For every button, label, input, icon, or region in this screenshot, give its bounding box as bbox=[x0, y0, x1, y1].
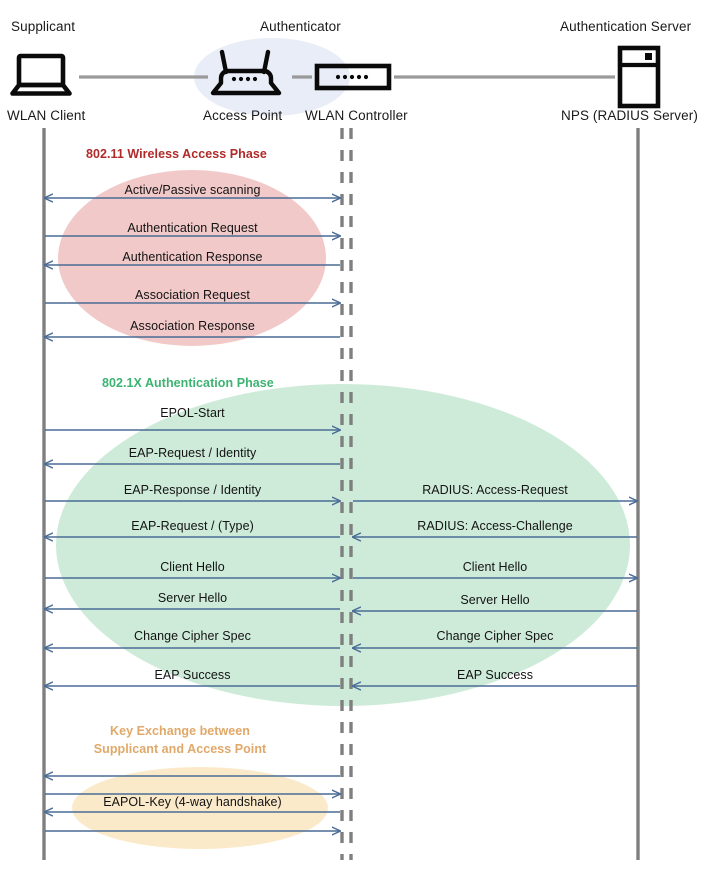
msg-eap-response-identity: EAP-Response / Identity bbox=[123, 483, 262, 497]
msg-eap-request-type: EAP-Request / (Type) bbox=[131, 519, 254, 533]
laptop-icon bbox=[10, 53, 72, 96]
actor-device-wlan-controller: WLAN Controller bbox=[305, 108, 408, 123]
key-exchange-ellipse bbox=[72, 767, 328, 849]
msg-change-cipher-spec-right: Change Cipher Spec bbox=[436, 629, 554, 643]
actor-device-nps-radius-server: NPS (RADIUS Server) bbox=[561, 108, 698, 123]
wireless-access-ellipse bbox=[58, 170, 326, 346]
msg-client-hello-left: Client Hello bbox=[160, 560, 225, 574]
arrows-key-exchange bbox=[45, 776, 340, 831]
actor-role-authenticator: Authenticator bbox=[260, 19, 341, 34]
msg-radius-access-request: RADIUS: Access-Request bbox=[422, 483, 568, 497]
msg-server-hello-right: Server Hello bbox=[460, 593, 530, 607]
msg-radius-access-challenge: RADIUS: Access-Challenge bbox=[417, 519, 573, 533]
msg-server-hello-left: Server Hello bbox=[157, 591, 228, 605]
msg-association-response: Association Response bbox=[130, 319, 255, 333]
msg-association-request: Association Request bbox=[135, 288, 250, 302]
actor-role-authentication-server: Authentication Server bbox=[560, 19, 692, 34]
msg-active-passive-scanning: Active/Passive scanning bbox=[124, 183, 261, 197]
msg-eapol-key-handshake: EAPOL-Key (4-way handshake) bbox=[103, 795, 282, 809]
msg-eap-success-left: EAP Success bbox=[154, 668, 231, 682]
arrows-wireless-access bbox=[45, 198, 340, 337]
msg-eap-request-identity: EAP-Request / Identity bbox=[128, 446, 257, 460]
phase-title-key-exchange-line2: Supplicant and Access Point bbox=[93, 742, 267, 756]
actor-device-wlan-client: WLAN Client bbox=[7, 108, 86, 123]
server-icon bbox=[617, 45, 661, 109]
msg-client-hello-right: Client Hello bbox=[462, 560, 528, 574]
arrows-dot1x-right bbox=[353, 501, 637, 686]
msg-authentication-response: Authentication Response bbox=[122, 250, 263, 264]
actor-device-access-point: Access Point bbox=[203, 108, 283, 123]
phase-title-key-exchange-line1: Key Exchange between bbox=[110, 724, 250, 738]
actor-role-supplicant: Supplicant bbox=[11, 19, 76, 34]
access-point-icon bbox=[210, 49, 282, 96]
msg-authentication-request: Authentication Request bbox=[127, 221, 258, 235]
msg-eap-success-right: EAP Success bbox=[456, 668, 534, 682]
phase-title-dot1x-authentication: 802.1X Authentication Phase bbox=[102, 376, 274, 390]
phase-title-wireless-access: 802.11 Wireless Access Phase bbox=[86, 147, 267, 161]
arrows-dot1x-left bbox=[45, 430, 340, 686]
wlan-controller-icon bbox=[314, 63, 392, 91]
msg-change-cipher-spec-left: Change Cipher Spec bbox=[134, 629, 251, 643]
lifelines bbox=[42, 128, 640, 860]
msg-epol-start: EPOL-Start bbox=[160, 406, 225, 420]
